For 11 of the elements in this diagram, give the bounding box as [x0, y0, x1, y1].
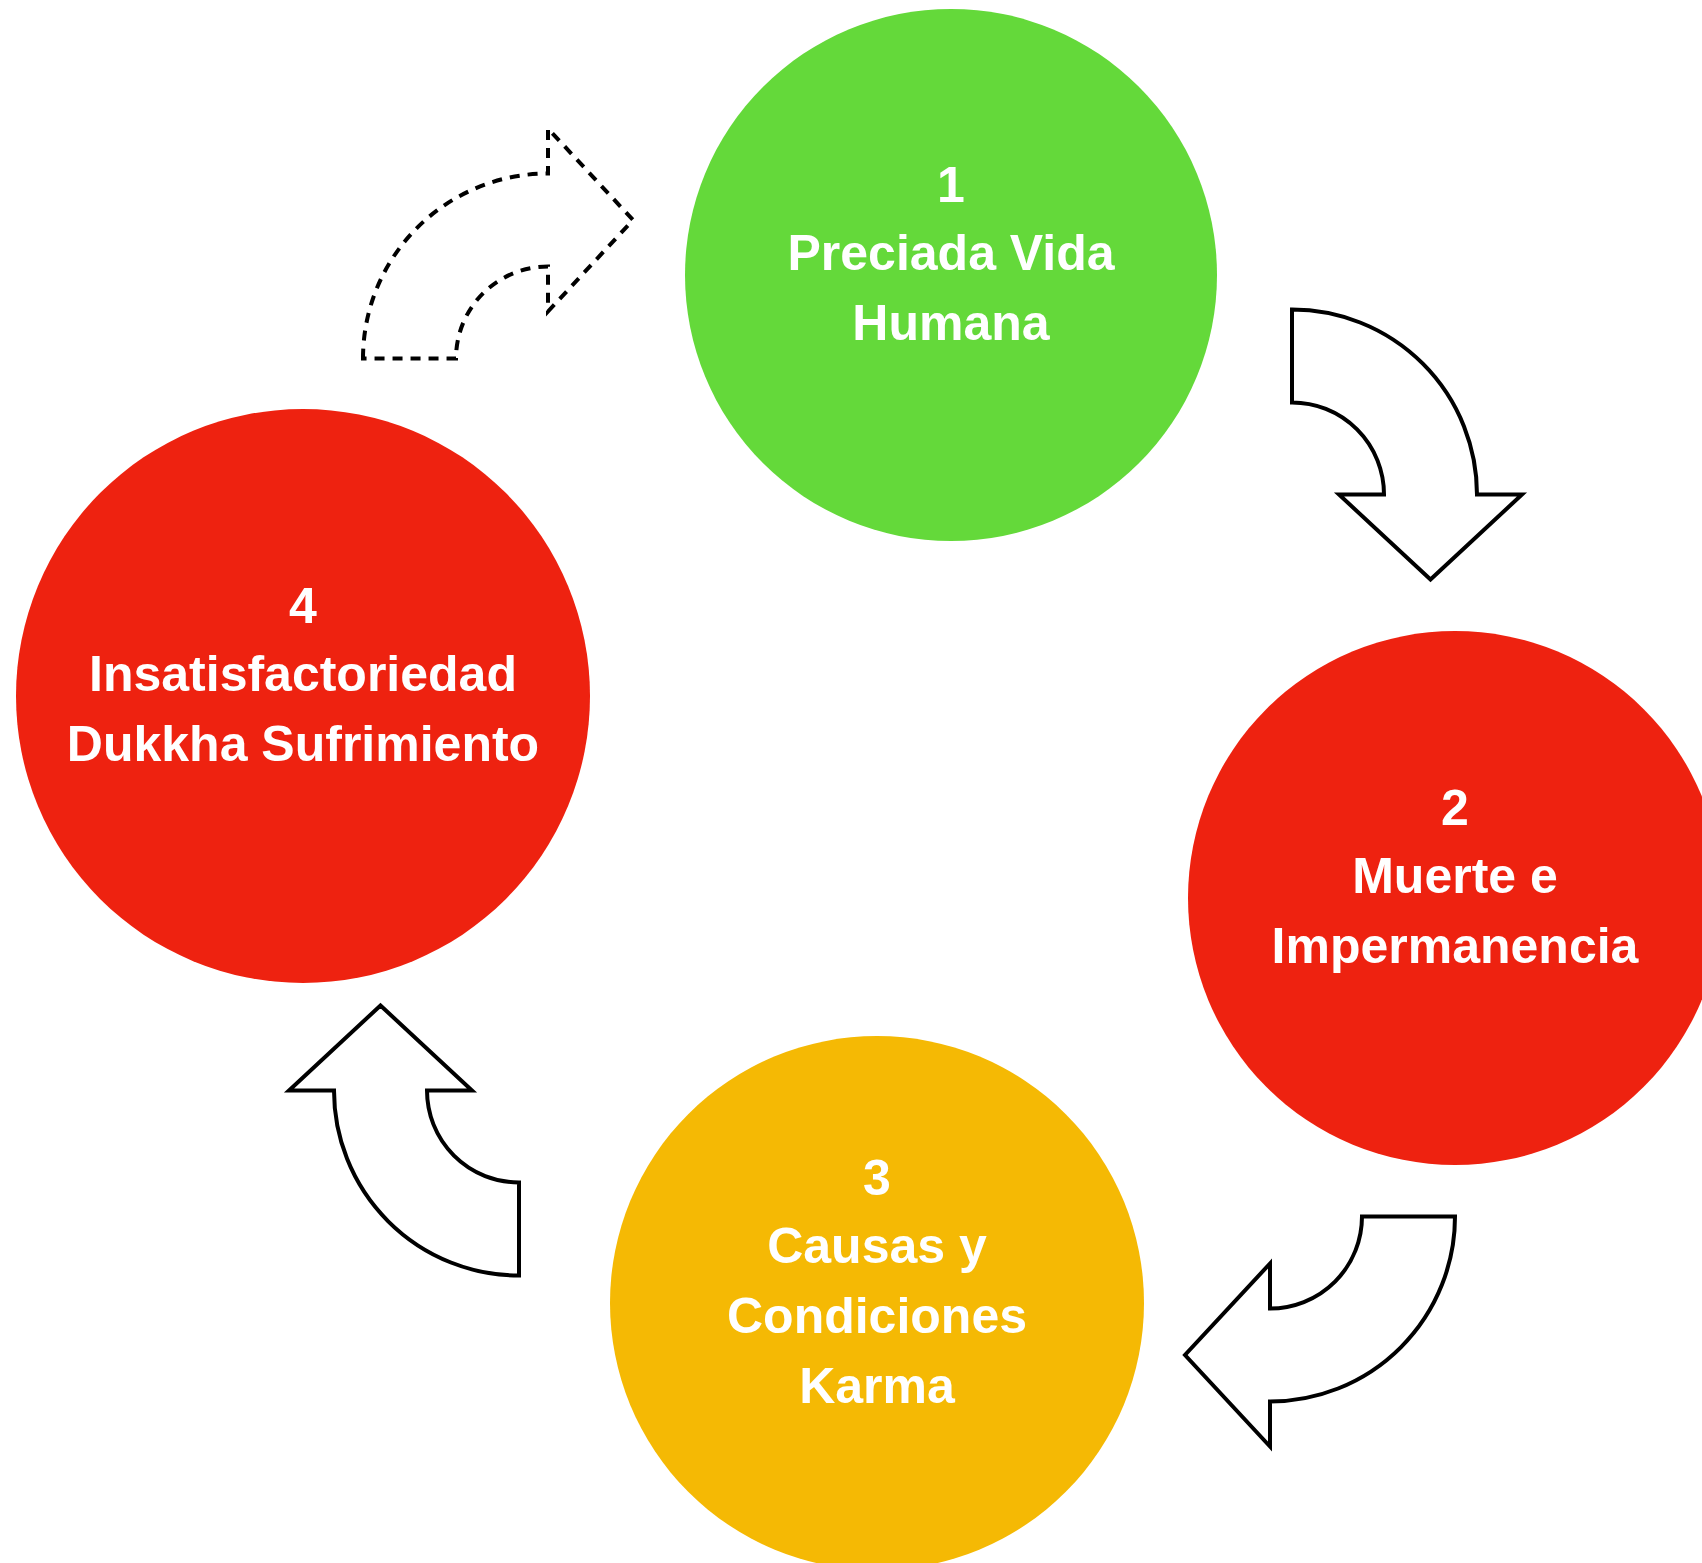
step-number: 2	[1441, 778, 1469, 838]
step-number: 4	[289, 576, 317, 636]
curved-block-arrow	[1183, 1214, 1457, 1449]
step-title: Muerte e Impermanencia	[1270, 846, 1640, 976]
step-number: 1	[937, 155, 965, 215]
curved-block-arrow	[287, 1003, 521, 1278]
curved-block-arrow	[1290, 307, 1524, 582]
step-title: Causas y Condiciones Karma	[726, 1216, 1028, 1416]
step-number: 3	[863, 1148, 891, 1208]
step-title: Preciada Vida Humana	[786, 223, 1116, 353]
step-title: Insatisfactoriedad Dukkha Sufrimiento	[65, 644, 541, 774]
